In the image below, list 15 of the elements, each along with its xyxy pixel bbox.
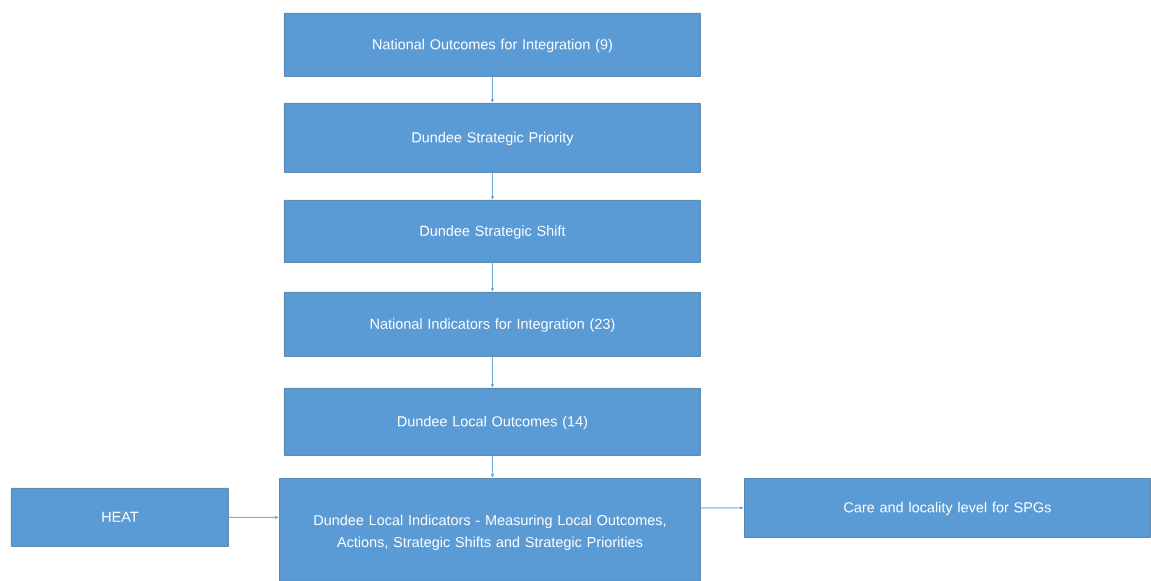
arrow <box>490 262 494 292</box>
process-box: Care and locality level for SPGs <box>744 478 1151 538</box>
arrow <box>490 76 494 103</box>
arrow <box>700 506 744 510</box>
arrow <box>490 455 494 478</box>
arrow <box>490 356 494 388</box>
process-box: Dundee Local Outcomes (14) <box>284 388 701 456</box>
process-box: National Indicators for Integration (23) <box>284 292 701 357</box>
process-box: Dundee Local Indicators - Measuring Local Outcomes, Actions, Strategic Shifts and Strategic Priorities <box>279 478 701 581</box>
process-box: National Outcomes for Integration (9) <box>284 13 701 77</box>
process-box: Dundee Strategic Shift <box>284 200 701 263</box>
process-box: Dundee Strategic Priority <box>284 103 701 173</box>
arrow <box>490 172 494 200</box>
process-box: HEAT <box>11 488 229 547</box>
arrow <box>228 515 279 519</box>
